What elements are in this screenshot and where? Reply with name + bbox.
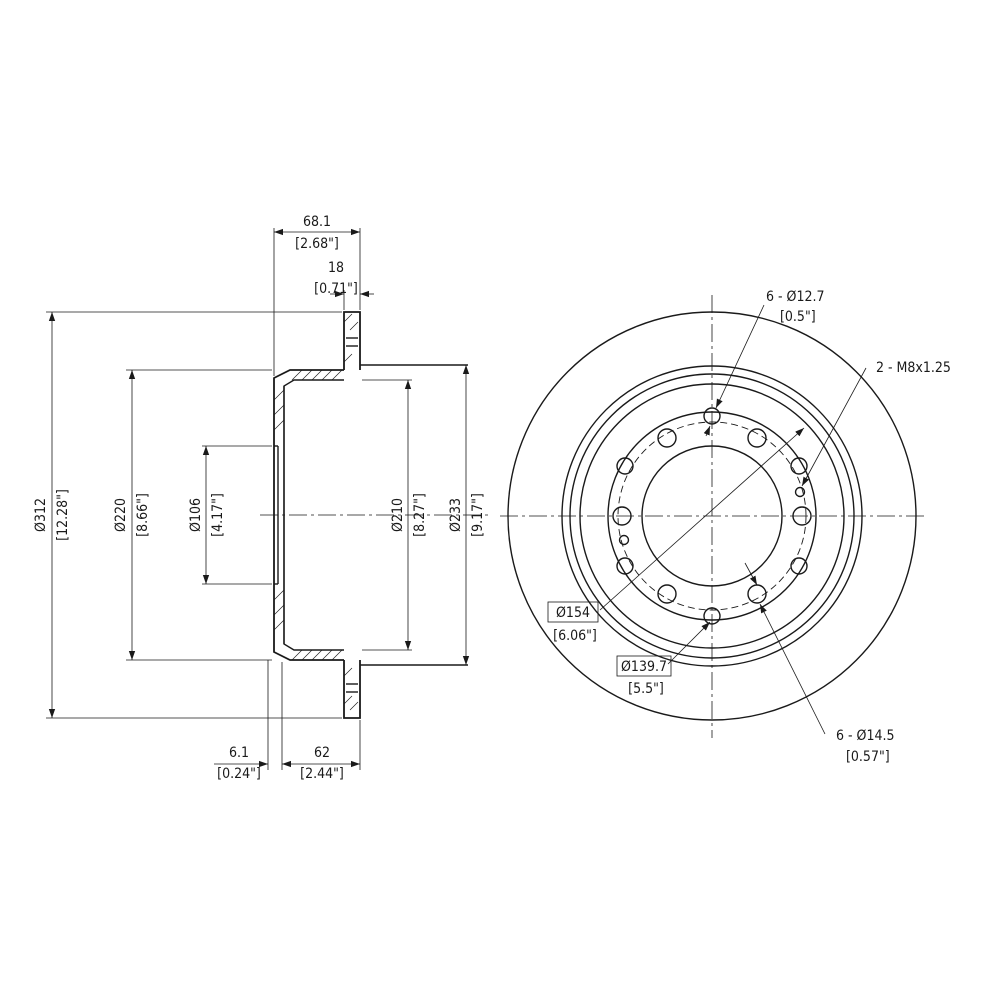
dim-6-1-in: [0.24"] — [217, 766, 261, 782]
side-extension-lines — [46, 228, 412, 770]
dim-106-mm: Ø106 — [188, 498, 204, 532]
dim-312-mm: Ø312 — [33, 498, 49, 532]
small-holes-spec-in: [0.5"] — [780, 309, 816, 325]
small-hole — [790, 557, 808, 575]
hat-inner-circle — [579, 383, 845, 649]
small-hole-group — [616, 407, 808, 625]
circle-154 — [607, 411, 817, 621]
large-hole-group — [612, 428, 812, 604]
front-leader-lines — [599, 304, 867, 735]
large-hole — [612, 506, 632, 526]
friction-inner-circle — [561, 365, 863, 667]
large-hole — [747, 584, 767, 604]
bolt-circle-label: Ø139.7 — [621, 659, 667, 675]
bolt-circle-dashed — [617, 421, 807, 611]
outer-edge-circle — [507, 311, 917, 721]
circle-154-label: Ø154 — [556, 605, 590, 621]
dim-210-mm: Ø210 — [390, 498, 406, 532]
small-hole — [616, 457, 634, 475]
small-holes-spec: 6 - Ø12.7 — [766, 289, 825, 305]
threaded-holes-spec: 2 - M8x1.25 — [876, 360, 951, 376]
front-view: 6 - Ø12.7 [0.5"] 2 - M8x1.25 Ø154 [6.06"… — [500, 289, 951, 765]
side-dimension-labels: 68.1 [2.68"] 18 [0.71"] Ø312 [12.28"] Ø2… — [33, 214, 486, 782]
small-hole — [703, 407, 721, 425]
dim-210-in: [8.27"] — [412, 493, 428, 537]
large-hole — [792, 506, 812, 526]
side-view: 68.1 [2.68"] 18 [0.71"] Ø312 [12.28"] Ø2… — [33, 214, 490, 782]
dim-233-in: [9.17"] — [470, 493, 486, 537]
dim-62-in: [2.44"] — [300, 766, 344, 782]
dim-106-in: [4.17"] — [210, 493, 226, 537]
center-bore-circle — [641, 445, 783, 587]
section-hatching — [273, 313, 359, 711]
dim-6-1-mm: 6.1 — [229, 745, 249, 761]
small-hole — [703, 607, 721, 625]
circle-154-label-box — [547, 601, 599, 623]
dim-312-in: [12.28"] — [55, 489, 71, 541]
large-hole — [657, 428, 677, 448]
threaded-hole — [618, 534, 630, 546]
threaded-hole — [794, 486, 806, 498]
small-hole — [616, 557, 634, 575]
bolt-circle-label-box — [616, 655, 672, 677]
dim-233-mm: Ø233 — [448, 498, 464, 532]
dim-220-mm: Ø220 — [113, 498, 129, 532]
large-holes-spec-in: [0.57"] — [846, 749, 890, 765]
dim-18-mm: 18 — [328, 260, 344, 276]
large-hole — [657, 584, 677, 604]
dim-220-in: [8.66"] — [135, 493, 151, 537]
dim-62-mm: 62 — [314, 745, 330, 761]
dim-68-1-mm: 68.1 — [303, 214, 331, 230]
large-hole — [747, 428, 767, 448]
bolt-circle-label-in: [5.5"] — [628, 681, 664, 697]
large-holes-spec: 6 - Ø14.5 — [836, 728, 895, 744]
rotor-section — [273, 311, 468, 719]
small-hole — [790, 457, 808, 475]
dim-18-in: [0.71"] — [314, 281, 358, 297]
hat-outer-circle — [569, 373, 855, 659]
front-dimension-labels: 6 - Ø12.7 [0.5"] 2 - M8x1.25 Ø154 [6.06"… — [553, 289, 951, 765]
dim-68-1-in: [2.68"] — [295, 236, 339, 252]
side-dimension-lines — [48, 228, 470, 768]
circle-154-label-in: [6.06"] — [553, 628, 597, 644]
